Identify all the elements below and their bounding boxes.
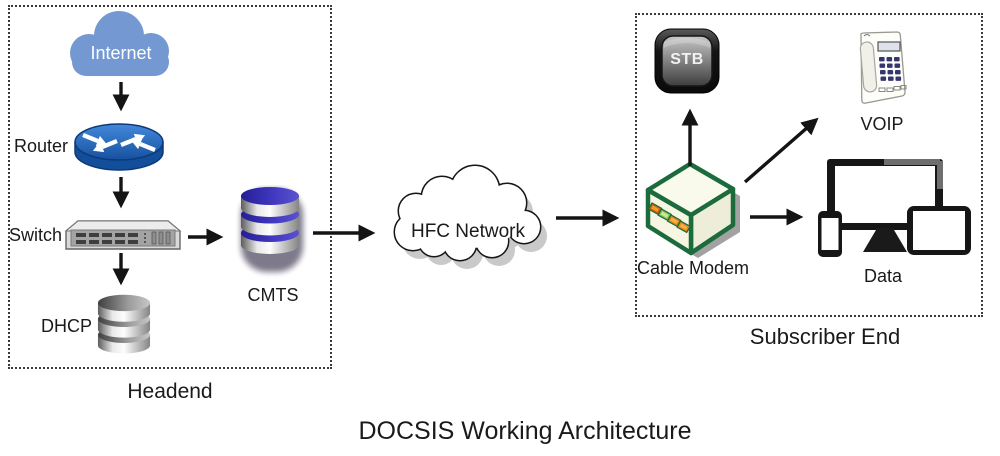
dhcp-server-icon (97, 294, 151, 354)
switch-icon (64, 220, 182, 250)
stb-label: STB (670, 51, 704, 68)
voip-label: VOIP (860, 114, 904, 134)
cable-modem-label: Cable Modem (636, 258, 750, 278)
router-label: Router (13, 136, 68, 156)
internet-cloud-icon (70, 11, 169, 76)
dhcp-label: DHCP (40, 316, 92, 336)
subscriber-group-box (635, 13, 983, 317)
stb-icon (654, 28, 720, 94)
router-icon (74, 123, 164, 171)
internet-label: Internet (90, 43, 152, 63)
hfc-network-label: HFC Network (410, 221, 525, 242)
diagram-title: DOCSIS Working Architecture (358, 417, 692, 445)
cmts-icon (241, 187, 303, 272)
data-devices-icon (818, 159, 971, 257)
voip-phone-icon (859, 31, 907, 104)
cmts-label: CMTS (247, 285, 299, 305)
switch-label: Switch (8, 225, 62, 245)
hfc-network-cloud-icon (393, 164, 547, 269)
headend-group-box (8, 5, 332, 369)
headend-group-label: Headend (127, 380, 213, 403)
subscriber-group-label: Subscriber End (749, 324, 901, 349)
data-label: Data (863, 266, 903, 286)
cable-modem-icon (645, 161, 740, 258)
